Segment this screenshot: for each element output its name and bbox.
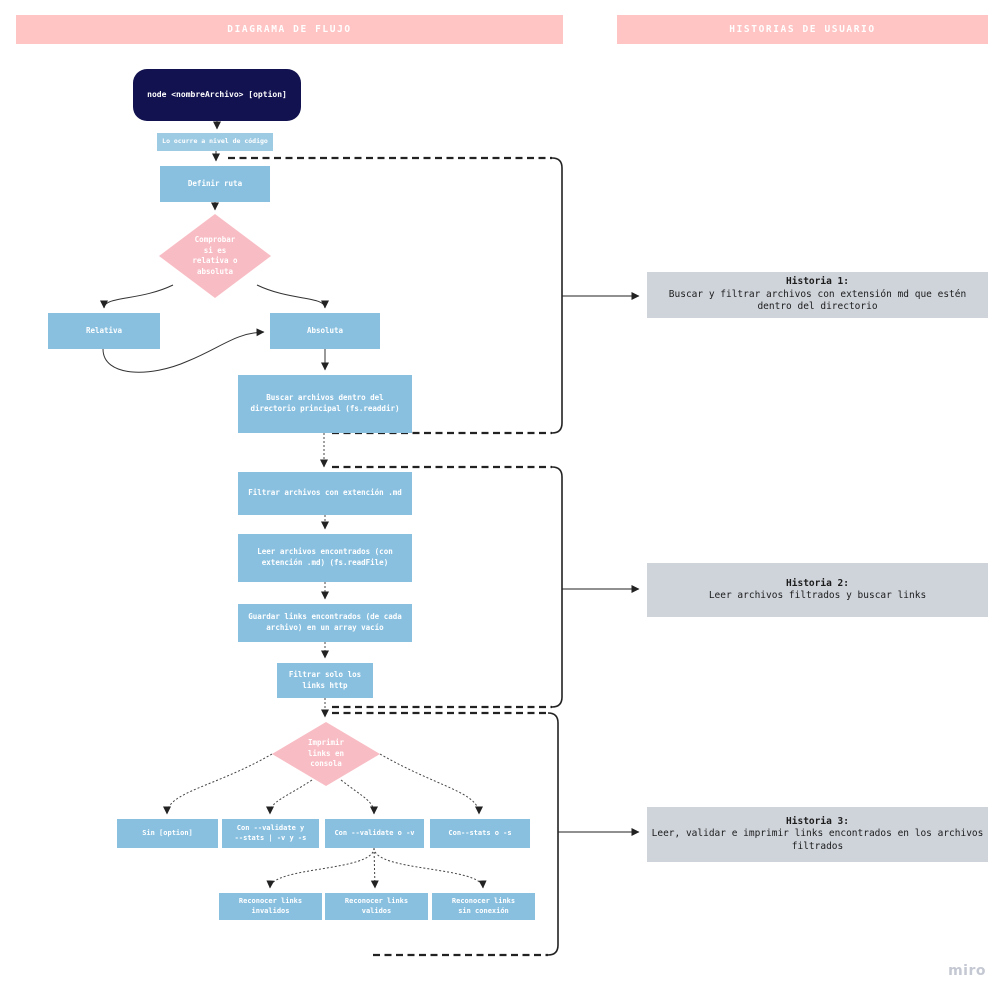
dotted-flow-arrows xyxy=(163,433,487,889)
miro-logo: miro xyxy=(948,963,986,979)
buscar-archivos-label: Buscar archivos dentro del directorio pr… xyxy=(250,393,400,413)
con-validate-label: Con --validate o -v xyxy=(334,828,415,837)
decision-imprimir-links-label: Imprimir links en consola xyxy=(307,738,345,769)
flow-node-con-validate[interactable]: Con --validate o -v xyxy=(325,819,424,848)
flow-node-absoluta[interactable]: Absoluta xyxy=(270,313,380,349)
solid-flow-arrows xyxy=(100,121,329,373)
flow-node-start-command[interactable]: node <nombreArchivo> [option] xyxy=(133,69,301,121)
header-historias-de-usuario: HISTORIAS DE USUARIO xyxy=(617,15,988,44)
reconocer-sin-conexion-label: Reconocer links sin conexión xyxy=(451,896,516,915)
flow-node-guardar-links[interactable]: Guardar links encontrados (de cada archi… xyxy=(238,604,412,642)
historia-2-text: Leer archivos filtrados y buscar links xyxy=(708,590,927,601)
leer-archivos-label: Leer archivos encontrados (con extención… xyxy=(257,547,393,567)
flow-node-buscar-archivos[interactable]: Buscar archivos dentro del directorio pr… xyxy=(238,375,412,433)
flow-node-reconocer-sin-conexion[interactable]: Reconocer links sin conexión xyxy=(432,893,535,920)
header-diagrama-de-flujo: DIAGRAMA DE FLUJO xyxy=(16,15,563,44)
flow-node-con-validate-stats[interactable]: Con --validate y --stats | -v y -s xyxy=(222,819,319,848)
flow-node-reconocer-validos[interactable]: Reconocer links validos xyxy=(325,893,428,920)
flow-node-sin-option[interactable]: Sin [option] xyxy=(117,819,218,848)
header-diagrama-label: DIAGRAMA DE FLUJO xyxy=(227,24,352,35)
con-validate-stats-label: Con --validate y --stats | -v y -s xyxy=(234,823,307,842)
absoluta-label: Absoluta xyxy=(306,325,344,335)
flow-node-filtrar-md[interactable]: Filtrar archivos con extención .md xyxy=(238,472,412,515)
reconocer-validos-label: Reconocer links validos xyxy=(344,896,409,915)
historia-1-text: Buscar y filtrar archivos con extensión … xyxy=(668,288,967,313)
guardar-links-label: Guardar links encontrados (de cada archi… xyxy=(248,612,402,632)
relativa-label: Relativa xyxy=(85,325,123,335)
definir-ruta-label: Definir ruta xyxy=(187,178,243,188)
flow-label-nivel-codigo[interactable]: Lo ocurre a nivel de código xyxy=(157,133,273,151)
header-historias-label: HISTORIAS DE USUARIO xyxy=(729,24,876,35)
story-card-historia-3[interactable]: Historia 3: Leer, validar e imprimir lin… xyxy=(647,807,988,862)
flow-node-filtrar-http[interactable]: Filtrar solo los links http xyxy=(277,663,373,698)
nivel-codigo-label: Lo ocurre a nivel de código xyxy=(162,137,268,146)
filtrar-http-label: Filtrar solo los links http xyxy=(288,669,362,690)
historia-1-title: Historia 1: xyxy=(786,276,849,288)
decision-relativa-absoluta-label: Comprobar si es relativa o absoluta xyxy=(192,235,238,276)
story-card-historia-1[interactable]: Historia 1: Buscar y filtrar archivos co… xyxy=(647,272,988,318)
historia-3-text: Leer, validar e imprimir links encontrad… xyxy=(651,828,984,852)
sin-option-label: Sin [option] xyxy=(142,828,193,837)
flow-node-relativa[interactable]: Relativa xyxy=(48,313,160,349)
start-command-label: node <nombreArchivo> [option] xyxy=(147,90,287,100)
reconocer-invalidos-label: Reconocer links invalidos xyxy=(238,896,303,915)
historia-2-title: Historia 2: xyxy=(786,577,849,589)
filtrar-md-label: Filtrar archivos con extención .md xyxy=(248,488,402,498)
story-bracket-2 xyxy=(332,465,640,709)
flow-node-leer-archivos[interactable]: Leer archivos encontrados (con extención… xyxy=(238,534,412,582)
flow-node-definir-ruta[interactable]: Definir ruta xyxy=(160,166,270,202)
flow-node-reconocer-invalidos[interactable]: Reconocer links invalidos xyxy=(219,893,322,920)
story-bracket-3 xyxy=(332,711,640,957)
con-stats-label: Con--stats o -s xyxy=(448,828,512,837)
story-card-historia-2[interactable]: Historia 2: Leer archivos filtrados y bu… xyxy=(647,563,988,617)
historia-3-title: Historia 3: xyxy=(786,815,849,827)
story-bracket-1 xyxy=(228,156,640,435)
flow-node-con-stats[interactable]: Con--stats o -s xyxy=(430,819,530,848)
